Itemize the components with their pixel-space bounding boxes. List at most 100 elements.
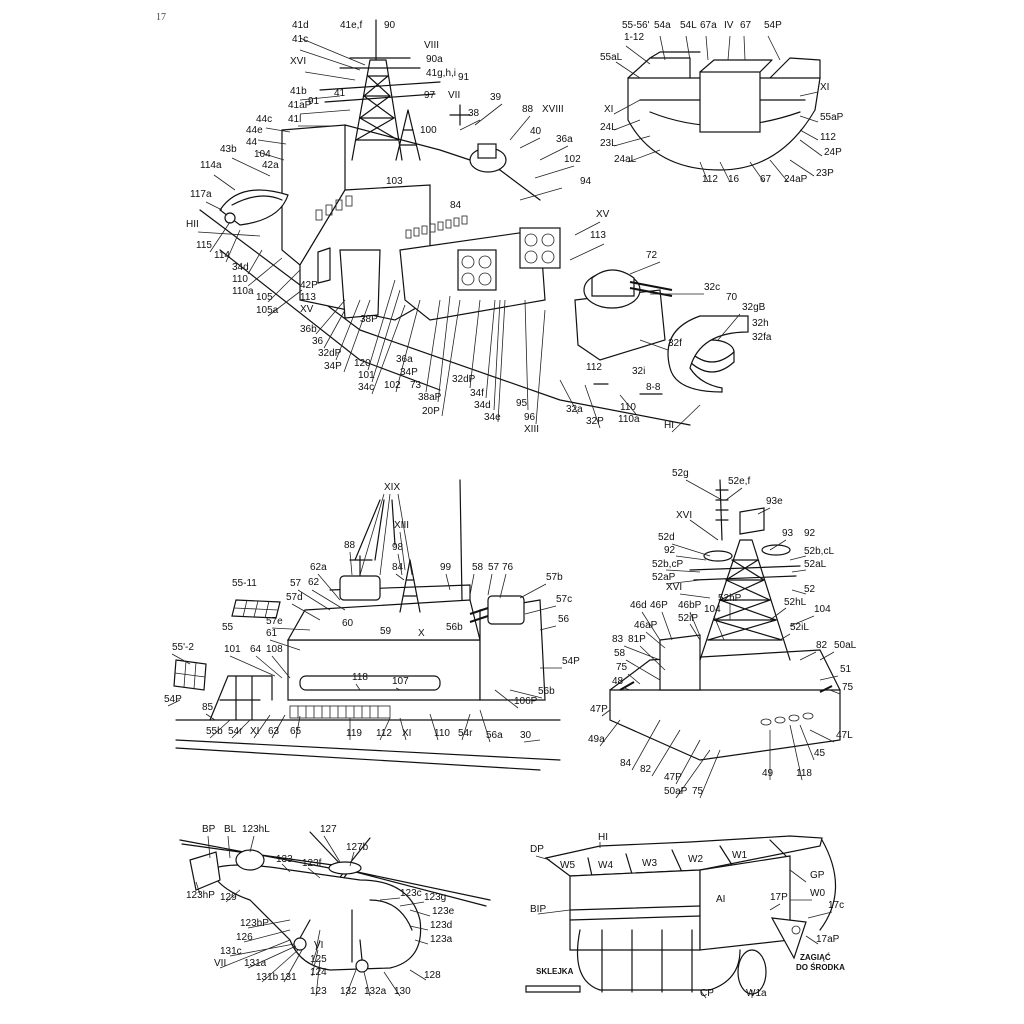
helicopter-landing-gear [293,919,369,973]
callout-label: 32dP [318,348,342,359]
callout-label: AI [716,894,725,905]
callout-label: 112 [586,362,602,373]
plywood-piece [525,985,581,993]
callout-label: 57 [488,562,500,573]
callout-label: 97 [424,90,436,101]
callout-label: 46P [650,600,668,611]
callout-label: 32c [704,282,720,293]
aft-mast-base-top [609,649,841,691]
callout-label: 17c [828,900,844,911]
callout-label: 104 [254,149,271,160]
callout-label: 133 [276,854,293,865]
callout-label: 81P [628,634,646,645]
callout-label: 60 [342,618,354,629]
callout-label: 54L [680,20,697,31]
callout-label: 36a [396,354,413,365]
radar-dish [449,104,507,173]
callout-label: 52b,cP [652,559,683,570]
solar-panel-55-11 [231,599,281,619]
callout-label: 32fa [752,332,772,343]
callout-label: 32h [752,318,769,329]
callout-label: 83 [612,634,624,645]
aft-mast-base-block [609,689,841,761]
callout-label: 104 [704,604,721,615]
callout-label: 38 [468,108,480,119]
callout-label: 41l [288,114,301,125]
callout-label: 63 [268,726,280,737]
callout-label: 42a [262,160,279,171]
hatch-panel [317,247,331,284]
page-marker: 17 [156,12,166,23]
callout-label: 73 [410,380,422,391]
callout-label: 114a [200,160,222,171]
callout-label: 50aL [834,640,857,651]
callout-label: XV [300,304,314,315]
callout-label: 52iL [790,622,809,633]
callout-label: 102 [384,380,401,391]
stern-gun-56 [469,595,525,625]
rotor-hub [328,861,362,875]
callout-label: 110a [232,286,254,297]
callout-label: 55aL [600,52,623,63]
flap-hole [791,925,801,935]
callout-label: 99 [440,562,452,573]
callout-label: 67 [760,174,772,185]
callout-label: 54P [764,20,782,31]
callout-label: 113 [300,292,316,303]
callout-label: 32i [632,366,645,377]
callout-label: VII [448,90,460,101]
callout-label: 49a [588,734,605,745]
callout-label: 127 [320,824,337,835]
callout-label: 101 [224,644,241,655]
callout-label: 47P [590,704,608,715]
callout-label: 34e [484,412,501,423]
callout-label: 123hP [186,890,215,901]
stern-hull-line [175,739,561,771]
callout-label: 34f [470,388,484,399]
callout-label: 39 [490,92,502,103]
callout-label: 103 [386,176,403,187]
callout-label: 75 [692,786,704,797]
callout-label: 36a [556,134,573,145]
callout-label: 110 [620,402,636,413]
callout-label: 123hL [242,824,270,835]
callout-label: 57 [290,578,302,589]
callout-label: 62a [310,562,327,573]
callout-label: 17aP [816,934,840,945]
aft-deckhouse [659,634,701,691]
callout-label: 106P [514,696,538,707]
callout-label: CP [700,988,714,999]
callout-label: 52iP [678,613,698,624]
callout-label: 34c [358,382,374,393]
callout-label: 110 [434,728,450,739]
launcher-box-forward [519,227,561,269]
callout-label: XV [596,209,610,220]
guide-lines-hull [613,35,823,183]
bow-lifeboat [219,189,289,226]
callout-label: BL [224,824,237,835]
aft-radar-93 [739,507,765,535]
callout-label: 55'-2 [172,642,194,653]
callout-label: 62 [308,577,320,588]
callout-label: 117a [190,189,212,200]
callout-label: 118 [352,672,368,683]
callout-label: 41b [290,86,307,97]
callout-label: W0 [810,888,825,899]
callout-label: 32gB [742,302,766,313]
callout-label: XVI [290,56,306,67]
callout-label: 24aL [614,154,637,165]
callout-label: 32P [586,416,604,427]
callout-label: 126 [236,932,253,943]
callout-label: 52hP [718,593,742,604]
callout-label: 110 [232,274,248,285]
callout-label: 123e [432,906,455,917]
callout-label: VIII [424,40,439,51]
callout-label: XIII [394,520,409,531]
callout-label: X [418,628,425,639]
